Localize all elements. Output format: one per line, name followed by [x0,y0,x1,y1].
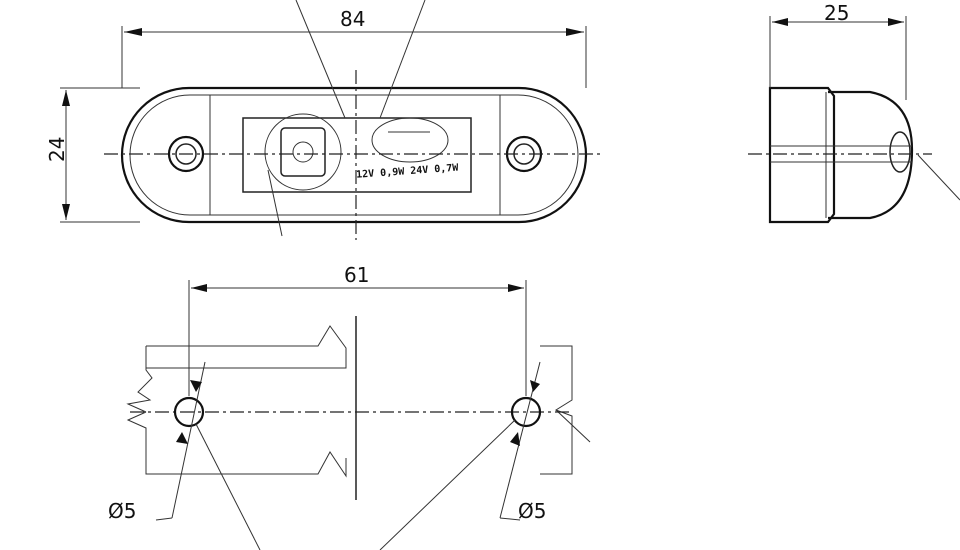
side-base [768,86,836,224]
screw-hole-left [167,135,205,173]
led-lens-left [292,141,314,163]
lamp-body-outline [120,86,588,224]
lamp-body-inner-outline [129,94,579,216]
dim-hole-spacing-label: 61 [344,263,369,287]
dimension-25: 25 [769,1,907,100]
side-lens [889,131,911,173]
dim-depth-label: 25 [824,1,849,25]
drill-hole-right [510,396,542,428]
drill-hole-left [173,396,205,428]
side-dome [828,90,914,220]
dim-height-label: 24 [45,137,69,162]
led-square [280,127,326,177]
led-lens-left-outer [264,113,342,191]
drilling-template: Ø5 Ø5 [108,316,591,550]
dim-length-label: 84 [340,7,365,31]
dim-hole-dia-right: Ø5 [518,499,546,523]
lens-window [242,117,472,193]
front-view: 12V 0,9W 24V 0,7W [104,0,600,240]
dim-hole-dia-left: Ø5 [108,499,136,523]
side-view [748,86,960,224]
dimension-24: 24 [45,87,140,223]
led-lens-right [371,117,449,163]
dimension-84: 84 [121,7,587,88]
lamp-rating-label: 12V 0,9W 24V 0,7W [356,163,460,181]
dimension-61: 61 [188,263,527,396]
